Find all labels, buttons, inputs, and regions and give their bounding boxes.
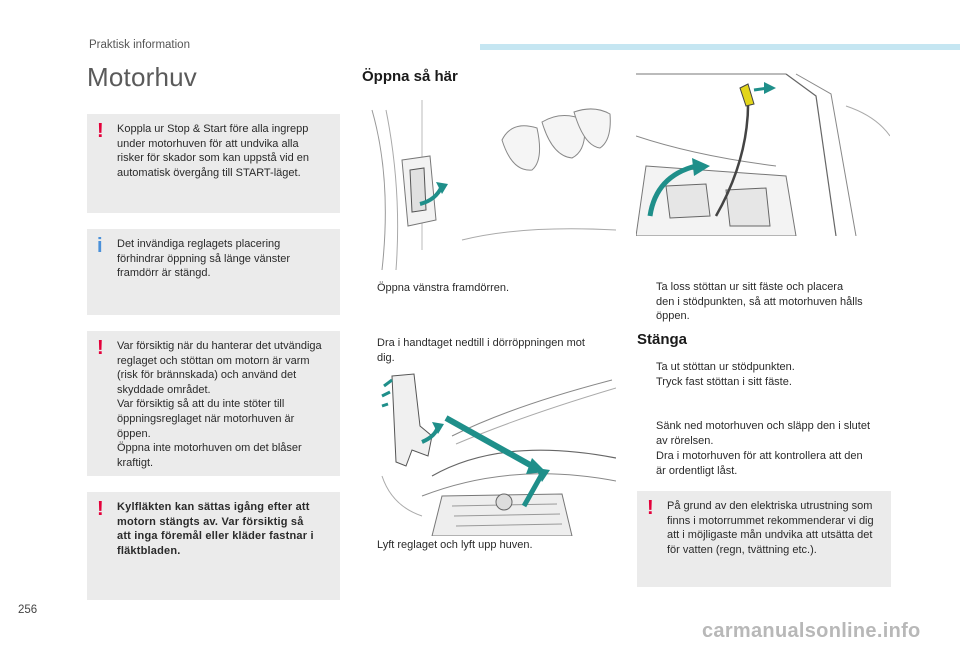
step-text: Öppna vänstra framdörren. — [377, 282, 510, 294]
note-text: Koppla ur Stop & Start före alla ingrepp… — [117, 123, 309, 179]
header-section-label: Praktisk information — [89, 39, 190, 51]
warning-note-hot-engine: ! Var försiktig när du hanterar det utvä… — [87, 331, 340, 476]
warning-note-water: ! På grund av den elektriska utrustning … — [637, 491, 891, 587]
note-text: På grund av den elektriska utrustning so… — [667, 500, 874, 556]
warning-icon: ! — [97, 498, 104, 520]
open-heading: Öppna så här — [362, 68, 458, 85]
warning-icon: ! — [647, 497, 654, 519]
step-remove-prop: Ta ut stöttan ur stödpunkten. — [641, 360, 893, 375]
note-text: Var försiktig när du hanterar det utvänd… — [117, 340, 322, 469]
step-text: Lyft reglaget och lyft upp huven. — [377, 539, 533, 551]
warning-icon: ! — [97, 120, 104, 142]
step-secure-prop: Tryck fast stöttan i sitt fäste. — [641, 375, 893, 390]
info-note-interior-release: i Det invändiga reglagets placering förh… — [87, 229, 340, 315]
exterior-release-drawing — [381, 373, 616, 536]
warning-note-cooling-fan: ! Kylfläkten kan sättas igång efter att … — [87, 492, 340, 600]
step-lift-lever: Lyft reglaget och lyft upp huven. — [362, 538, 616, 553]
step-lower-hood: Sänk ned motorhuven och släpp den i slut… — [641, 390, 893, 448]
step-pull-handle: Dra i handtaget nedtill i dörröppningen … — [362, 307, 616, 365]
illustration-hood-prop — [636, 66, 890, 236]
step-text: Ta ut stöttan ur stödpunkten. — [656, 361, 795, 373]
warning-note-stop-start: ! Koppla ur Stop & Start före alla ingre… — [87, 114, 340, 213]
interior-release-drawing — [371, 100, 616, 270]
step-open-door: Öppna vänstra framdörren. — [362, 281, 616, 296]
step-text: Sänk ned motorhuven och släpp den i slut… — [656, 420, 871, 447]
step-place-prop: Ta loss stöttan ur sitt fäste och placer… — [641, 251, 893, 324]
close-heading: Stänga — [637, 331, 688, 348]
note-text: Kylfläkten kan sättas igång efter att mo… — [117, 501, 314, 557]
illustration-interior-release — [362, 100, 616, 270]
note-text: Det invändiga reglagets placering förhin… — [117, 238, 291, 280]
watermark: carmanualsonline.info — [702, 620, 921, 642]
step-text: Dra i motorhuven för att kontrollera att… — [656, 450, 863, 477]
warning-icon: ! — [97, 337, 104, 359]
page-number: 256 — [18, 604, 38, 616]
hood-prop-drawing — [636, 73, 890, 236]
step-text: Ta loss stöttan ur sitt fäste och placer… — [656, 281, 863, 323]
step-text: Dra i handtaget nedtill i dörröppningen … — [377, 337, 585, 364]
step-text: Tryck fast stöttan i sitt fäste. — [656, 376, 792, 388]
step-check-locked: Dra i motorhuven för att kontrollera att… — [641, 420, 893, 478]
header-bar — [480, 44, 960, 50]
illustration-exterior-release — [362, 366, 616, 536]
page-title: Motorhuv — [87, 62, 197, 92]
info-icon: i — [97, 235, 103, 257]
